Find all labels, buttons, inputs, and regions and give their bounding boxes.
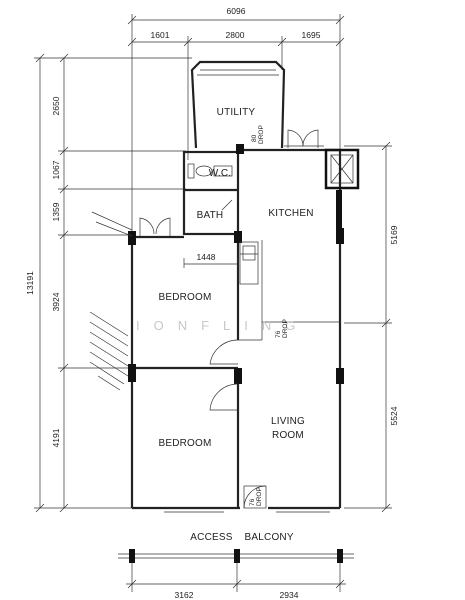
fixtures	[91, 163, 259, 285]
drop-living-value: 76	[275, 330, 282, 338]
dim-right-1: 5169	[389, 225, 399, 244]
room-bath: BATH	[197, 210, 224, 221]
drop-utility-text: DROP	[258, 125, 265, 144]
drop-balcony-text: DROP	[256, 487, 263, 506]
refuse-chute	[324, 148, 360, 190]
dim-top-1: 1601	[151, 30, 170, 40]
dim-top-3: 1695	[302, 30, 321, 40]
internal-dimension: 1448	[183, 252, 239, 268]
dim-left-3: 1359	[51, 202, 61, 221]
dim-top-total: 6096	[227, 6, 246, 16]
doors	[139, 129, 324, 509]
bottom-dimensions: 3162 2934	[118, 549, 354, 600]
room-labels: UTILITY W.C. BATH KITCHEN BEDROOM BEDROO…	[158, 107, 313, 449]
dim-bottom-1: 3162	[175, 590, 194, 600]
drop-utility-value: 80	[251, 134, 258, 142]
room-living: LIVING	[271, 416, 305, 427]
dim-left-4: 3924	[51, 292, 61, 311]
left-dimensions: 13191 2650 1067 1359 3924 4191	[25, 53, 192, 513]
columns	[128, 144, 344, 384]
dim-left-total: 13191	[25, 271, 35, 295]
watermark-text: IONFLING	[136, 318, 309, 333]
dim-bottom-2: 2934	[280, 590, 299, 600]
dim-top-2: 2800	[226, 30, 245, 40]
access-balcony-label: ACCESS BALCONY	[190, 532, 294, 543]
dim-right-2: 5524	[389, 406, 399, 425]
dim-left-1: 2650	[51, 96, 61, 115]
drop-labels: 80 DROP 76 DROP 76 DROP	[249, 125, 289, 506]
top-dimensions: 6096 1601 2800 1695	[127, 6, 345, 240]
dim-left-5: 4191	[51, 428, 61, 447]
room-bedroom-2: BEDROOM	[158, 438, 211, 449]
right-dimensions: 5169 5524	[344, 141, 399, 513]
access-hatch	[89, 311, 129, 391]
room-kitchen: KITCHEN	[268, 208, 313, 219]
drop-living-text: DROP	[282, 319, 289, 338]
room-living-2: ROOM	[272, 430, 304, 441]
room-bedroom-1: BEDROOM	[158, 292, 211, 303]
drop-balcony-value: 76	[249, 498, 256, 506]
dim-left-2: 1067	[51, 160, 61, 179]
room-wc: W.C.	[209, 168, 231, 179]
dim-internal: 1448	[197, 252, 216, 262]
room-utility: UTILITY	[217, 107, 256, 118]
